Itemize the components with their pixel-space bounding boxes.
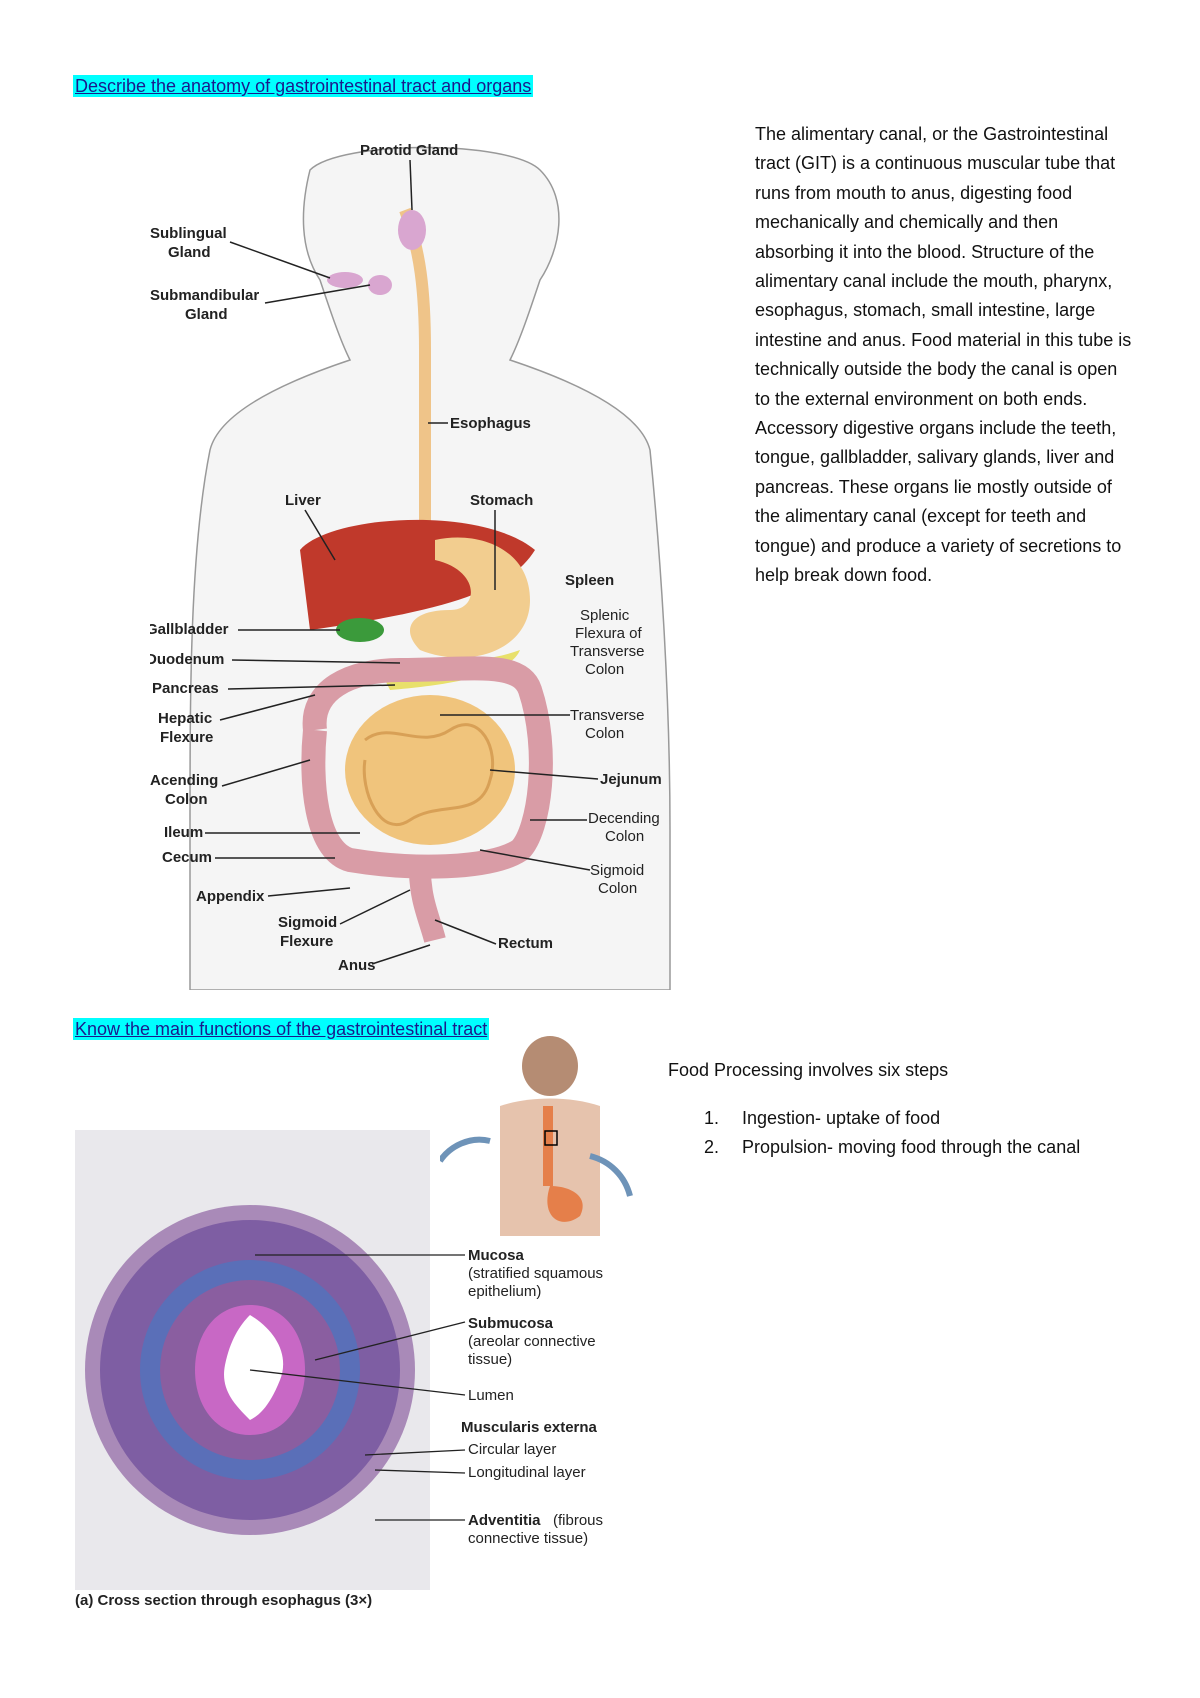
- label-adventitia: Adventitia: [468, 1512, 541, 1529]
- label-rectum: Rectum: [498, 935, 553, 952]
- body-inset-figure: [440, 1036, 633, 1236]
- label-splenic-transverse: Transverse: [570, 643, 644, 660]
- label-descending-colon: Colon: [605, 828, 644, 845]
- label-parotid-gland: Parotid Gland: [360, 142, 458, 159]
- label-splenic-colon: Colon: [585, 661, 624, 678]
- label-sublingual: Sublingual: [150, 225, 227, 242]
- label-stomach: Stomach: [470, 492, 533, 509]
- food-processing-intro: Food Processing involves six steps: [668, 1060, 949, 1080]
- label-ascending-colon: Colon: [165, 791, 208, 808]
- label-duodenum: Duodenum: [150, 651, 224, 668]
- label-longitudinal-layer: Longitudinal layer: [468, 1464, 586, 1481]
- section-heading-anatomy: Describe the anatomy of gastrointestinal…: [73, 75, 534, 97]
- label-submandibular-gland: Gland: [185, 306, 228, 323]
- label-spleen: Spleen: [565, 572, 614, 589]
- label-gallbladder: Gallbladder: [150, 621, 229, 638]
- label-mucosa-sub: (stratified squamous: [468, 1265, 603, 1282]
- gi-tract-description: The alimentary canal, or the Gastrointes…: [755, 124, 1132, 586]
- label-sigmoid-colon: Sigmoid: [590, 862, 644, 879]
- label-transverse-colon: Colon: [585, 725, 624, 742]
- label-ascending: Acending: [150, 772, 218, 789]
- label-sigmoid-flexure: Sigmoid: [278, 914, 337, 931]
- label-descending: Decending: [588, 810, 660, 827]
- step-text: Propulsion- moving food through the cana…: [742, 1137, 1081, 1157]
- label-transverse: Transverse: [570, 707, 644, 724]
- figure-caption: (a) Cross section through esophagus (3×): [75, 1592, 373, 1609]
- label-hepatic-flexure: Flexure: [160, 729, 213, 746]
- label-mucosa-sub-2: epithelium): [468, 1283, 541, 1300]
- label-hepatic: Hepatic: [158, 710, 212, 727]
- step-text: Ingestion- uptake of food: [742, 1108, 941, 1128]
- label-adventitia-sub-2: connective tissue): [468, 1530, 588, 1547]
- step-number: 2.: [704, 1137, 720, 1157]
- label-esophagus: Esophagus: [450, 415, 531, 432]
- section-heading-functions: Know the main functions of the gastroint…: [73, 1018, 490, 1040]
- label-lumen: Lumen: [468, 1387, 514, 1404]
- label-anus: Anus: [338, 957, 376, 974]
- digestive-system-diagram: Parotid Gland Sublingual Gland Submandib…: [150, 142, 671, 990]
- list-item: 1. Ingestion- uptake of food: [668, 1104, 1080, 1133]
- label-submucosa-sub-2: tissue): [468, 1351, 512, 1368]
- label-splenic-flexura: Flexura of: [575, 625, 643, 642]
- label-ileum: Ileum: [164, 824, 203, 841]
- list-item: 2. Propulsion- moving food through the ca…: [668, 1133, 1080, 1162]
- label-adventitia-sub: (fibrous: [553, 1512, 603, 1529]
- label-pancreas: Pancreas: [152, 680, 219, 697]
- step-number: 1.: [704, 1108, 720, 1128]
- label-splenic: Splenic: [580, 607, 630, 624]
- label-jejunum: Jejunum: [600, 771, 662, 788]
- esophagus-cross-section: Mucosa (stratified squamous epithelium) …: [75, 1130, 603, 1590]
- food-processing-steps: 1. Ingestion- uptake of food 2. Propulsion…: [668, 1104, 1080, 1162]
- label-appendix: Appendix: [196, 888, 265, 905]
- label-sublingual-gland: Gland: [168, 244, 211, 261]
- label-liver: Liver: [285, 492, 321, 509]
- label-sigmoid-colon-2: Colon: [598, 880, 637, 897]
- label-cecum: Cecum: [162, 849, 212, 866]
- label-muscularis-externa: Muscularis externa: [461, 1419, 598, 1436]
- label-sigmoid-flexure-2: Flexure: [280, 933, 333, 950]
- label-submucosa: Submucosa: [468, 1315, 554, 1332]
- label-mucosa: Mucosa: [468, 1247, 525, 1264]
- label-circular-layer: Circular layer: [468, 1441, 556, 1458]
- label-submandibular: Submandibular: [150, 287, 259, 304]
- label-submucosa-sub: (areolar connective: [468, 1333, 596, 1350]
